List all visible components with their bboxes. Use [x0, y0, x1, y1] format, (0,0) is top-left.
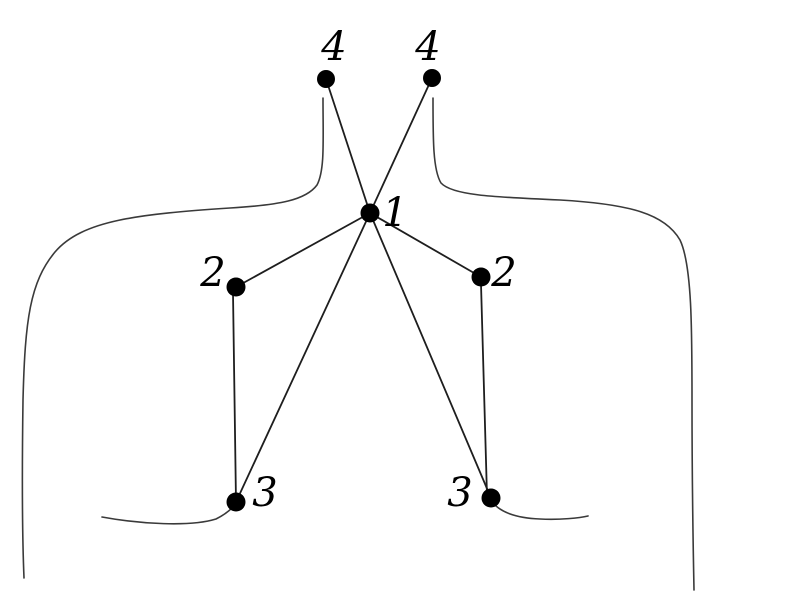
nodes	[226, 69, 501, 512]
point-label-bottom-left: 3	[252, 470, 277, 516]
point-marker-top-right	[423, 69, 441, 87]
point-marker-mid-right	[471, 267, 491, 287]
line-mid-right-to-bottom-right	[480, 283, 488, 497]
point-marker-mid-left	[226, 277, 246, 297]
point-marker-top-left	[317, 70, 335, 88]
point-label-center: 1	[382, 190, 407, 236]
connector-lines	[232, 77, 492, 503]
point-labels: 4 4 1 2 2 3 3	[199, 24, 516, 516]
line-center-to-mid-right	[369, 212, 482, 278]
point-marker-bottom-right	[481, 488, 501, 508]
point-label-top-left: 4	[320, 24, 346, 70]
point-label-mid-right: 2	[490, 250, 516, 296]
line-center-to-mid-left	[235, 212, 371, 288]
point-label-mid-left: 2	[199, 250, 225, 296]
line-top-right-to-center	[369, 77, 433, 214]
chest-right-outline	[490, 500, 589, 521]
chest-left-outline	[101, 502, 237, 525]
body-outline	[21, 97, 695, 591]
neck-shoulder-left-outline	[21, 97, 325, 579]
point-label-top-right: 4	[414, 24, 440, 70]
point-marker-bottom-left	[226, 492, 246, 512]
line-center-to-bottom-right	[369, 212, 492, 499]
line-mid-left-to-bottom-left	[232, 292, 237, 503]
point-label-bottom-right: 3	[447, 470, 472, 516]
neck-shoulder-right-outline	[432, 97, 695, 591]
point-marker-center	[360, 203, 380, 223]
line-center-to-bottom-left	[235, 212, 371, 503]
line-top-left-to-center	[325, 78, 371, 214]
